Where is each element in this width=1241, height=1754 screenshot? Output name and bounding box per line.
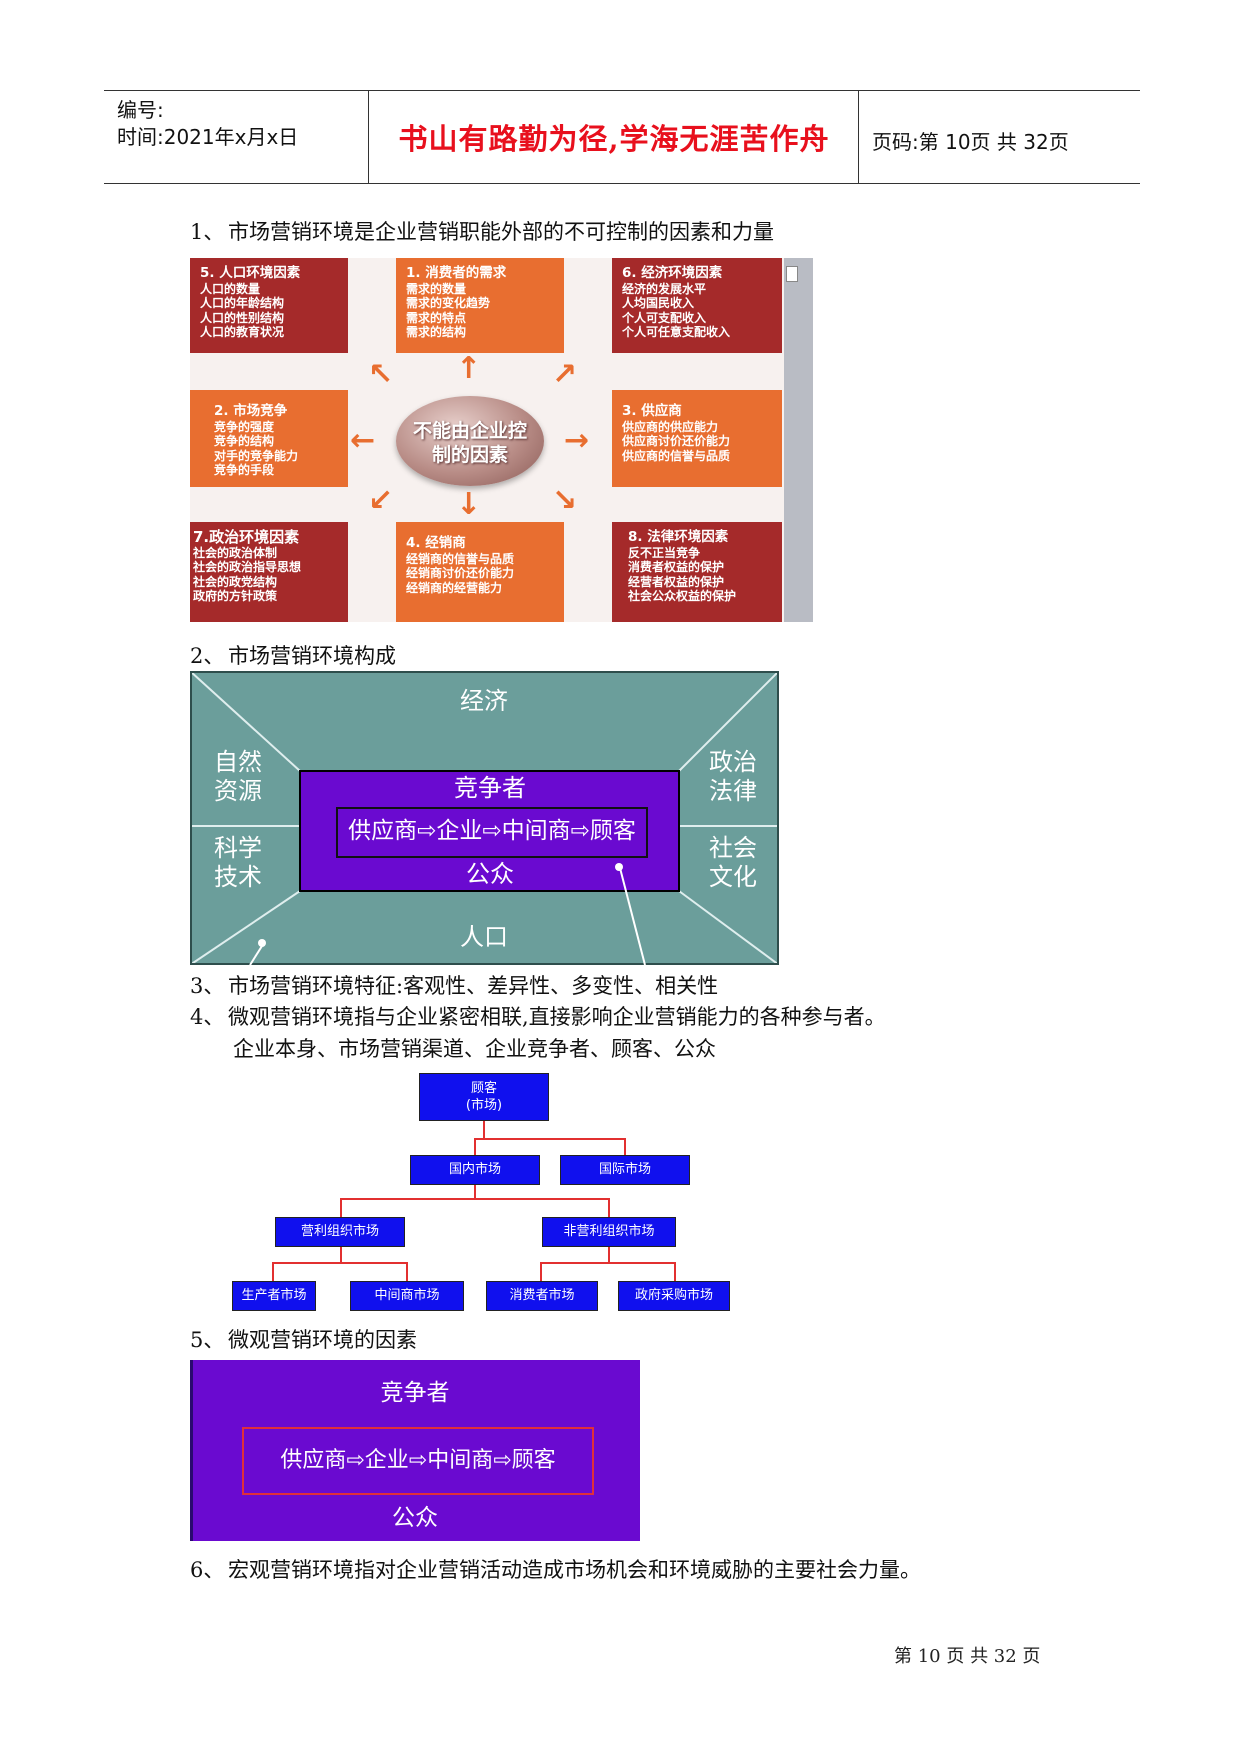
factor-box-law: 8. 法律环境因素 反不正当竞争 消费者权益的保护 经营者权益的保护 社会公众权… bbox=[612, 522, 782, 622]
connector bbox=[608, 1247, 610, 1263]
header-page-info: 页码:第 10页 共 32页 bbox=[872, 130, 1069, 154]
tree-international-market: 国际市场 bbox=[560, 1155, 690, 1185]
connector bbox=[540, 1262, 676, 1264]
supply-chain-frame bbox=[242, 1427, 594, 1495]
arrow-down-right-icon: ↘ bbox=[552, 483, 578, 518]
factor-box-supplier: 3. 供应商 供应商的供应能力 供应商讨价还价能力 供应商的信誉与品质 bbox=[612, 390, 782, 487]
factor-box-politics: 7.政治环境因素 社会的政治体制 社会的政治指导思想 社会的政党结构 政府的方针… bbox=[190, 522, 348, 622]
label-society-culture: 社会 文化 bbox=[709, 834, 757, 891]
connector bbox=[540, 1262, 542, 1282]
connector bbox=[272, 1262, 274, 1282]
tree-consumer-market: 消费者市场 bbox=[486, 1281, 598, 1311]
label-politics-law: 政治 法律 bbox=[709, 748, 757, 805]
label-competitor: 竞争者 bbox=[454, 774, 526, 802]
tree-intermediary-market: 中间商市场 bbox=[350, 1281, 464, 1311]
arrow-up-right-icon: ↗ bbox=[552, 357, 578, 392]
factor-box-economy: 6. 经济环境因素 经济的发展水平 人均国民收入 个人可支配收入 个人可任意支配… bbox=[612, 258, 782, 353]
factor-box-distributor: 4. 经销商 经销商的信誉与品质 经销商讨价还价能力 经销商的经营能力 bbox=[396, 522, 564, 622]
factor-box-consumer-demand: 1. 消费者的需求 需求的数量 需求的变化趋势 需求的特点 需求的结构 bbox=[396, 258, 564, 353]
factor-box-population: 5. 人口环境因素 人口的数量 人口的年龄结构 人口的性别结构 人口的教育状况 bbox=[190, 258, 348, 353]
list-item: 5、微观营销环境的因素 bbox=[190, 1328, 417, 1352]
list-item: 3、市场营销环境特征:客观性、差异性、多变性、相关性 bbox=[190, 974, 719, 998]
arrow-right-icon: → bbox=[564, 423, 590, 458]
connector bbox=[674, 1262, 676, 1282]
list-item: 4、微观营销环境指与企业紧密相联,直接影响企业营销能力的各种参与者。 bbox=[190, 1005, 886, 1029]
label-science-technology: 科学 技术 bbox=[214, 834, 262, 891]
arrow-left-icon: ← bbox=[350, 423, 376, 458]
label-natural-resources: 自然 资源 bbox=[214, 748, 262, 805]
arrow-down-icon: ↓ bbox=[456, 487, 482, 522]
label-population: 人口 bbox=[460, 923, 508, 951]
center-label: 不能由企业控制的因素 bbox=[412, 420, 527, 466]
header-top-line bbox=[104, 90, 1140, 91]
connector bbox=[340, 1247, 342, 1263]
label-public: 公众 bbox=[392, 1505, 438, 1531]
connector bbox=[474, 1138, 626, 1140]
connector bbox=[624, 1138, 626, 1156]
list-item: 6、宏观营销环境指对企业营销活动造成市场机会和环境威胁的主要社会力量。 bbox=[190, 1558, 921, 1582]
list-item: 企业本身、市场营销渠道、企业竞争者、顾客、公众 bbox=[233, 1037, 716, 1061]
tree-nonprofit-org-market: 非营利组织市场 bbox=[542, 1217, 676, 1247]
label-supply-chain: 供应商⇨企业⇨中间商⇨顾客 bbox=[348, 818, 636, 844]
tree-producer-market: 生产者市场 bbox=[232, 1281, 316, 1311]
micro-environment-figure: 竞争者 供应商⇨企业⇨中间商⇨顾客 公众 bbox=[190, 1360, 640, 1541]
header-divider-right bbox=[858, 90, 859, 183]
label-competitor: 竞争者 bbox=[380, 1380, 450, 1406]
connector bbox=[272, 1262, 408, 1264]
arrow-down-left-icon: ↙ bbox=[368, 483, 394, 518]
arrow-up-left-icon: ↖ bbox=[368, 357, 394, 392]
list-item: 2、市场营销环境构成 bbox=[190, 644, 396, 668]
connector bbox=[340, 1198, 342, 1218]
header-number-label: 编号: bbox=[117, 98, 164, 122]
label-economy: 经济 bbox=[460, 687, 508, 715]
tree-profit-org-market: 营利组织市场 bbox=[275, 1217, 405, 1247]
page-footer: 第 10 页 共 32 页 bbox=[894, 1646, 1041, 1667]
connector bbox=[483, 1121, 485, 1139]
header-bottom-line bbox=[104, 183, 1140, 184]
label-supply-chain: 供应商⇨企业⇨中间商⇨顾客 bbox=[280, 1448, 556, 1473]
connector bbox=[340, 1198, 610, 1200]
list-item: 1、市场营销环境是企业营销职能外部的不可控制的因素和力量 bbox=[190, 220, 774, 244]
figure-scrollbar bbox=[784, 258, 813, 622]
header-motto: 书山有路勤为径,学海无涯苦作舟 bbox=[398, 122, 830, 156]
figure-left-edge bbox=[190, 1360, 193, 1541]
factor-box-competition: 2. 市场竞争 竞争的强度 竞争的结构 对手的竞争能力 竞争的手段 bbox=[190, 390, 348, 487]
header-divider-left bbox=[368, 90, 369, 183]
figure-scrollbar-thumb bbox=[786, 266, 798, 282]
tree-government-market: 政府采购市场 bbox=[618, 1281, 730, 1311]
tree-domestic-market: 国内市场 bbox=[410, 1155, 540, 1185]
connector bbox=[608, 1198, 610, 1218]
tree-root: 顾客 (市场) bbox=[419, 1073, 549, 1121]
composition-diagram-svg bbox=[190, 671, 779, 965]
label-public: 公众 bbox=[466, 860, 514, 888]
uncontrollable-factors-figure: 5. 人口环境因素 人口的数量 人口的年龄结构 人口的性别结构 人口的教育状况 … bbox=[190, 258, 813, 622]
environment-composition-figure: 经济 自然 资源 科学 技术 政治 法律 社会 文化 人口 竞争者 供应商⇨企业… bbox=[190, 671, 779, 965]
center-ellipse bbox=[396, 396, 544, 486]
connector bbox=[474, 1185, 476, 1199]
arrow-up-icon: ↑ bbox=[456, 351, 482, 386]
connector bbox=[474, 1138, 476, 1156]
connector bbox=[406, 1262, 408, 1282]
header-time-label: 时间:2021年x月x日 bbox=[117, 125, 299, 149]
